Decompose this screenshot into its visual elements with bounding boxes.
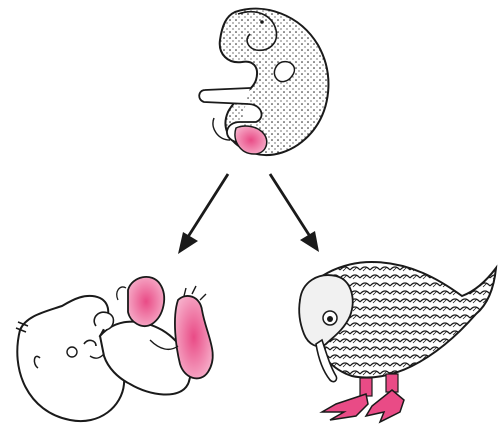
arrow-down-right-icon: [270, 174, 319, 252]
baby-foot-highlight: [175, 296, 213, 379]
baby-leg-highlight: [128, 277, 164, 326]
bird-left-foot: [322, 394, 368, 420]
arrow-down-left-icon: [178, 174, 228, 254]
embryo-eye: [260, 20, 264, 24]
bird-illustration: [299, 262, 496, 422]
embryo-illustration: [199, 9, 328, 155]
baby-illustration: [16, 277, 213, 421]
